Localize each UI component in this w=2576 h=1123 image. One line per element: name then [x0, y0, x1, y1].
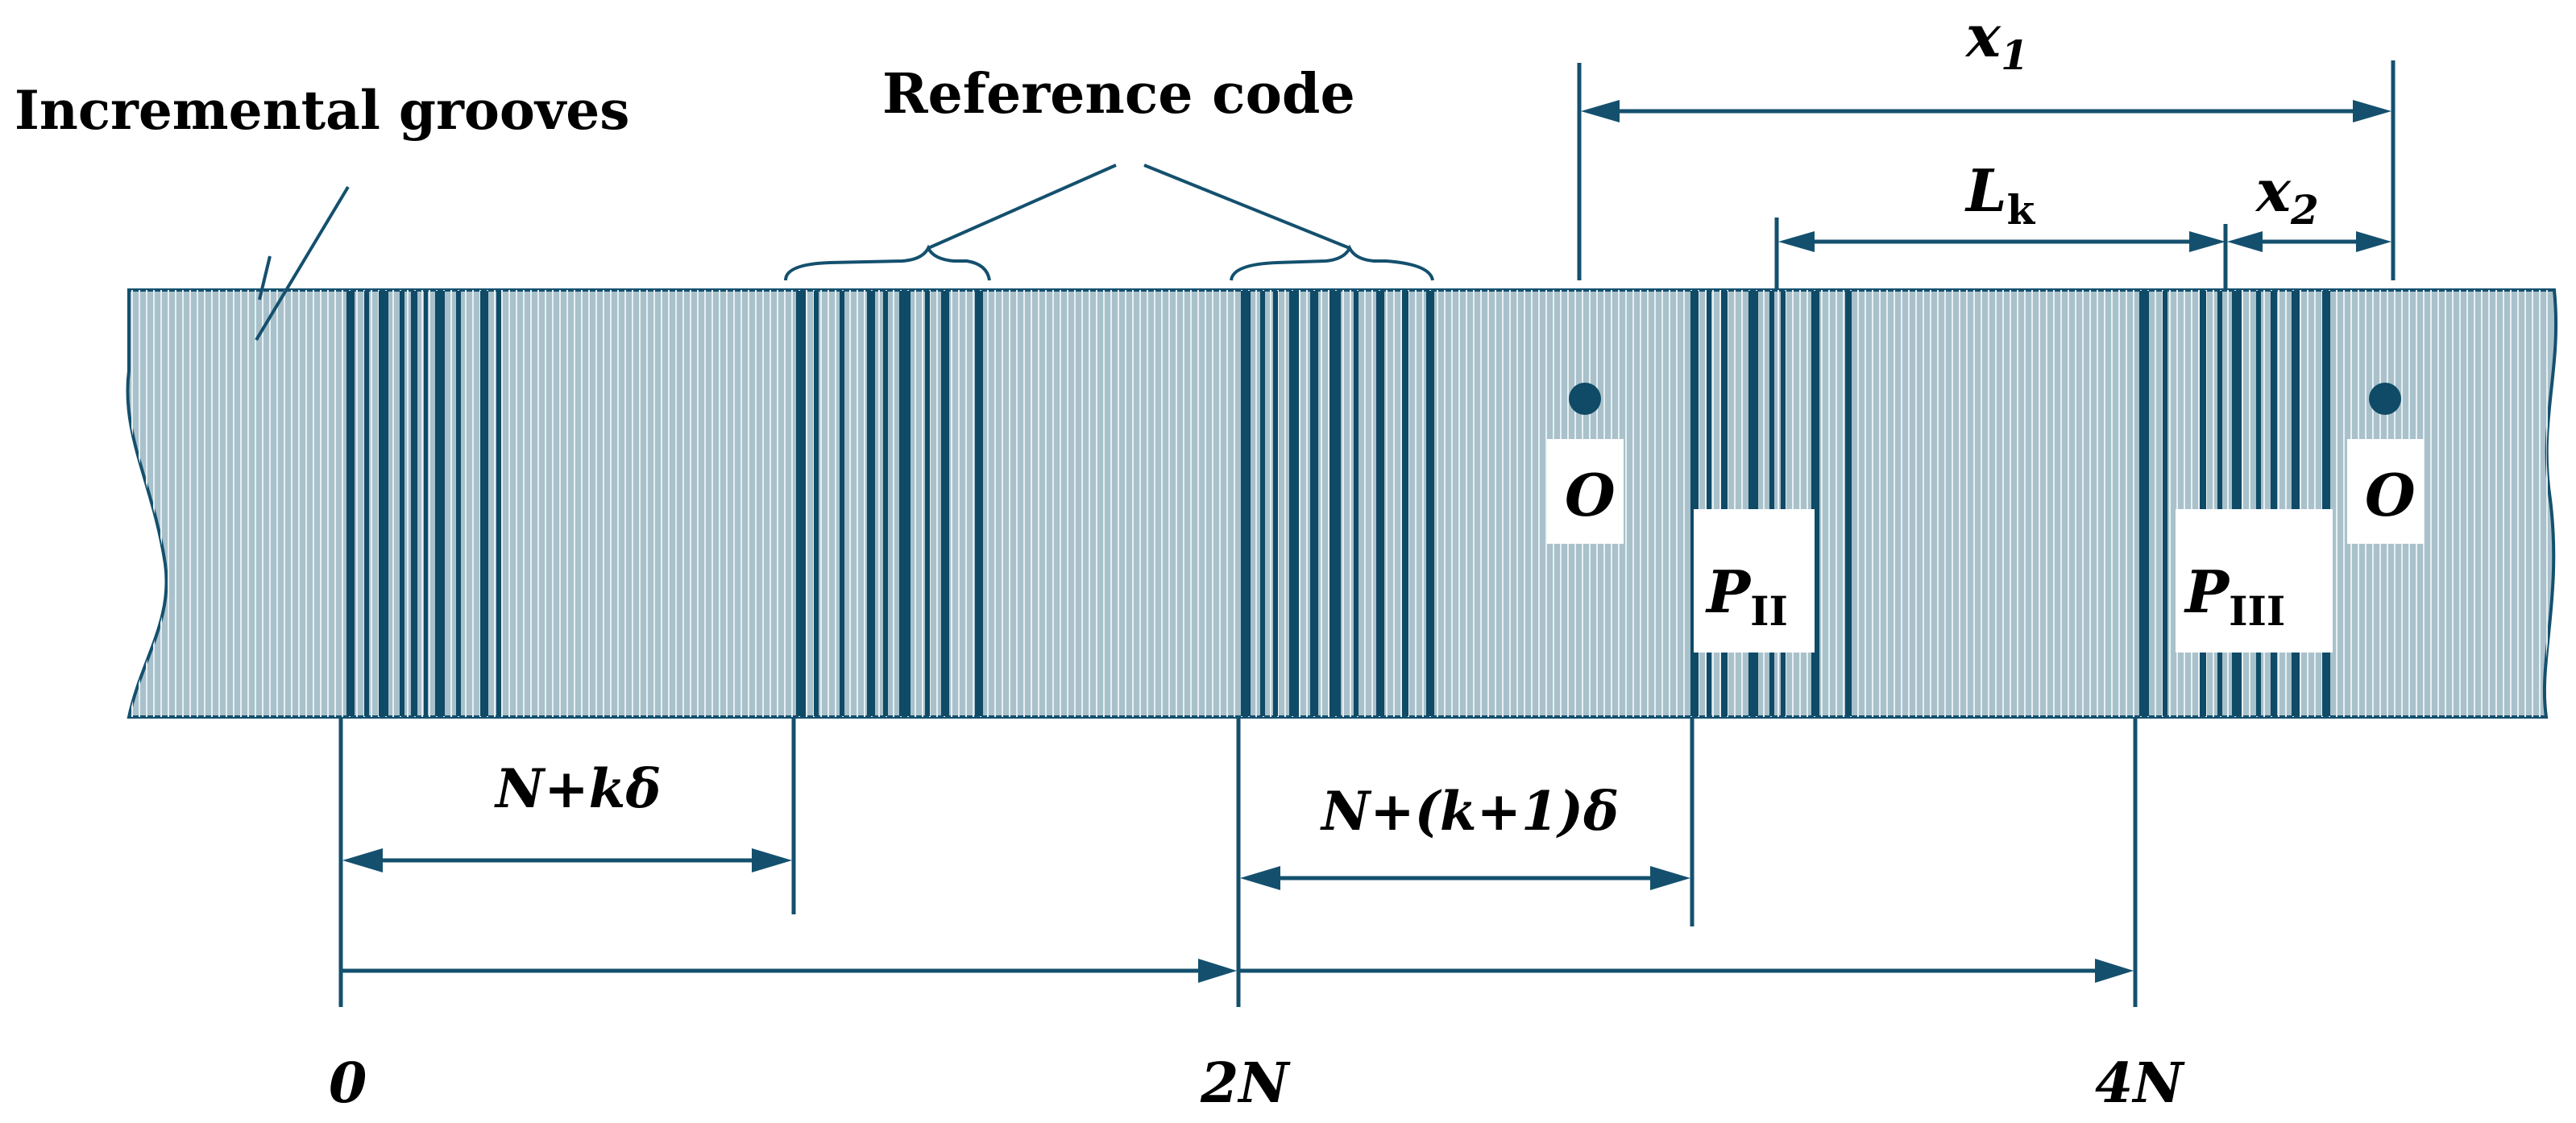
code-groove — [2200, 291, 2206, 716]
code-groove — [1376, 291, 1384, 716]
x2-label: x2 — [2255, 156, 2319, 234]
grooves-pointer-line — [258, 255, 272, 300]
code-groove — [899, 291, 911, 716]
p2-label: PII — [1705, 557, 1788, 635]
lk-arrow-right — [2189, 231, 2225, 252]
tick-2n-label: 2N — [1200, 1051, 1291, 1116]
code-groove — [1690, 291, 1699, 716]
code-groove — [424, 291, 428, 716]
code-groove — [400, 291, 404, 716]
code-groove — [1273, 291, 1278, 716]
o-left-box — [1547, 439, 1624, 544]
o-right-label: O — [2365, 461, 2416, 529]
n-k-delta-label: N+kδ — [494, 757, 661, 820]
lk-label: Lk — [1964, 156, 2036, 234]
code-groove — [1241, 291, 1251, 716]
p3-label: PIII — [2184, 557, 2285, 635]
code-groove — [1707, 291, 1711, 716]
code-groove — [1426, 291, 1434, 716]
code-groove — [1402, 291, 1408, 716]
code-groove — [925, 291, 930, 716]
nk1d-arrow-right — [1650, 866, 1690, 890]
origin-dot-left — [1569, 383, 1601, 415]
x2-arrow-right — [2356, 231, 2391, 252]
nk1d-arrow-left — [1240, 866, 1280, 890]
lk-arrow-left — [1778, 231, 1815, 252]
code-groove — [1721, 291, 1728, 716]
code-groove — [346, 291, 355, 716]
code-groove — [814, 291, 819, 716]
origin-dot-right — [2369, 383, 2401, 415]
tick-4n-label: 4N — [2095, 1051, 2185, 1116]
reference-code-pointer-right — [1143, 164, 1350, 250]
code-groove — [796, 291, 806, 716]
zero-to-2n-arrow — [1198, 959, 1237, 983]
code-groove — [480, 291, 488, 716]
code-groove — [2292, 291, 2300, 716]
x2-arrow-left — [2227, 231, 2263, 252]
n-k1-delta-label: N+(k+1)δ — [1320, 780, 1619, 843]
code-groove — [975, 291, 983, 716]
code-groove — [411, 291, 417, 716]
x1-arrow-right — [2353, 100, 2391, 122]
code-groove — [941, 291, 949, 716]
code-groove — [840, 291, 844, 716]
code-groove — [435, 291, 445, 716]
code-groove — [1769, 291, 1774, 716]
code-groove — [1289, 291, 1299, 716]
code-groove — [2139, 291, 2149, 716]
nkd-arrow-right — [752, 848, 792, 872]
code-groove — [2163, 291, 2167, 716]
code-groove — [1310, 291, 1318, 716]
code-groove — [456, 291, 461, 716]
o-left-label: O — [1565, 461, 1616, 529]
code-groove — [1354, 291, 1359, 716]
nkd-arrow-left — [342, 848, 383, 872]
code-groove — [867, 291, 875, 716]
code-groove — [1329, 291, 1341, 716]
reference-code-brace-left — [784, 244, 991, 281]
code-groove — [379, 291, 388, 716]
reference-code-label: Reference code — [882, 62, 1355, 126]
grooves-pointer-line-2 — [255, 185, 350, 342]
reference-code-brace-right — [1230, 244, 1434, 281]
reference-code-pointer-left — [927, 164, 1117, 250]
code-groove — [2256, 291, 2261, 716]
code-groove — [1781, 291, 1786, 716]
code-groove — [1845, 291, 1852, 716]
2n-to-4n-arrow — [2095, 959, 2134, 983]
code-groove — [2322, 291, 2330, 716]
code-groove — [1260, 291, 1265, 716]
code-groove — [496, 291, 501, 716]
code-groove — [2271, 291, 2277, 716]
reference-code-grooves — [346, 291, 2330, 716]
o-right-box — [2347, 439, 2424, 544]
incremental-grooves-label: Incremental grooves — [15, 79, 629, 142]
x1-arrow-left — [1581, 100, 1620, 122]
code-groove — [1811, 291, 1819, 716]
p2-box — [1694, 509, 1815, 653]
tick-0-label: 0 — [329, 1051, 367, 1116]
x1-label: x1 — [1964, 2, 2029, 79]
code-groove — [2217, 291, 2222, 716]
p3-box — [2176, 509, 2333, 653]
code-groove — [883, 291, 888, 716]
code-groove — [364, 291, 369, 716]
